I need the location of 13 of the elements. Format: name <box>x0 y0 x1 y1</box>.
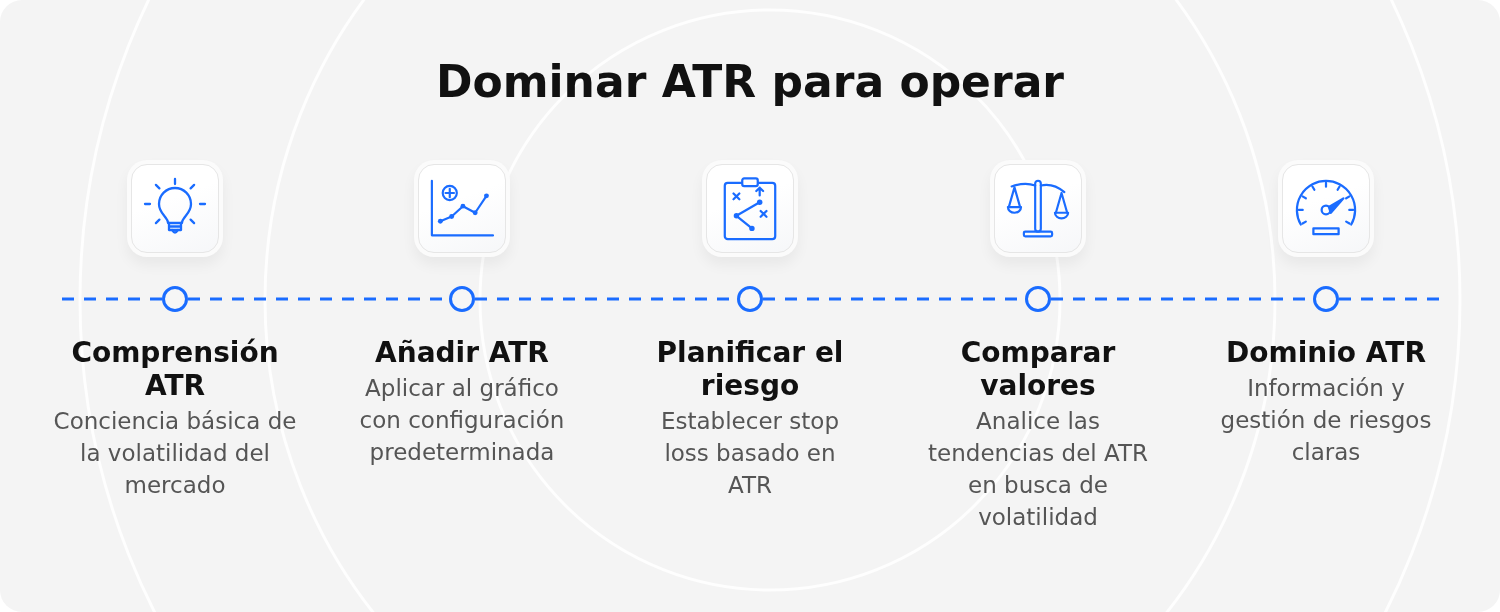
step-description: Información y gestión de riesgos claras <box>1219 374 1433 467</box>
step-title: Comprensión ATR <box>70 336 280 402</box>
dashed-connector <box>1339 297 1439 301</box>
step-title: Planificar el riesgo <box>655 336 845 402</box>
step-title: Añadir ATR <box>375 336 549 369</box>
step-description: Analice las tendencias del ATR en busca de volatilidad <box>927 407 1149 532</box>
step-description: Conciencia básica de la volatilidad del mercado <box>52 407 298 500</box>
dashed-connector <box>62 297 162 301</box>
step-description: Aplicar al gráfico con configuración predeterminada <box>358 374 566 467</box>
step-description: Establecer stop loss basado en ATR <box>660 407 840 500</box>
step-title: Dominio ATR <box>1226 336 1426 369</box>
step-title: Comparar valores <box>959 336 1117 402</box>
diagram-title: Dominar ATR para operar <box>435 55 1065 109</box>
